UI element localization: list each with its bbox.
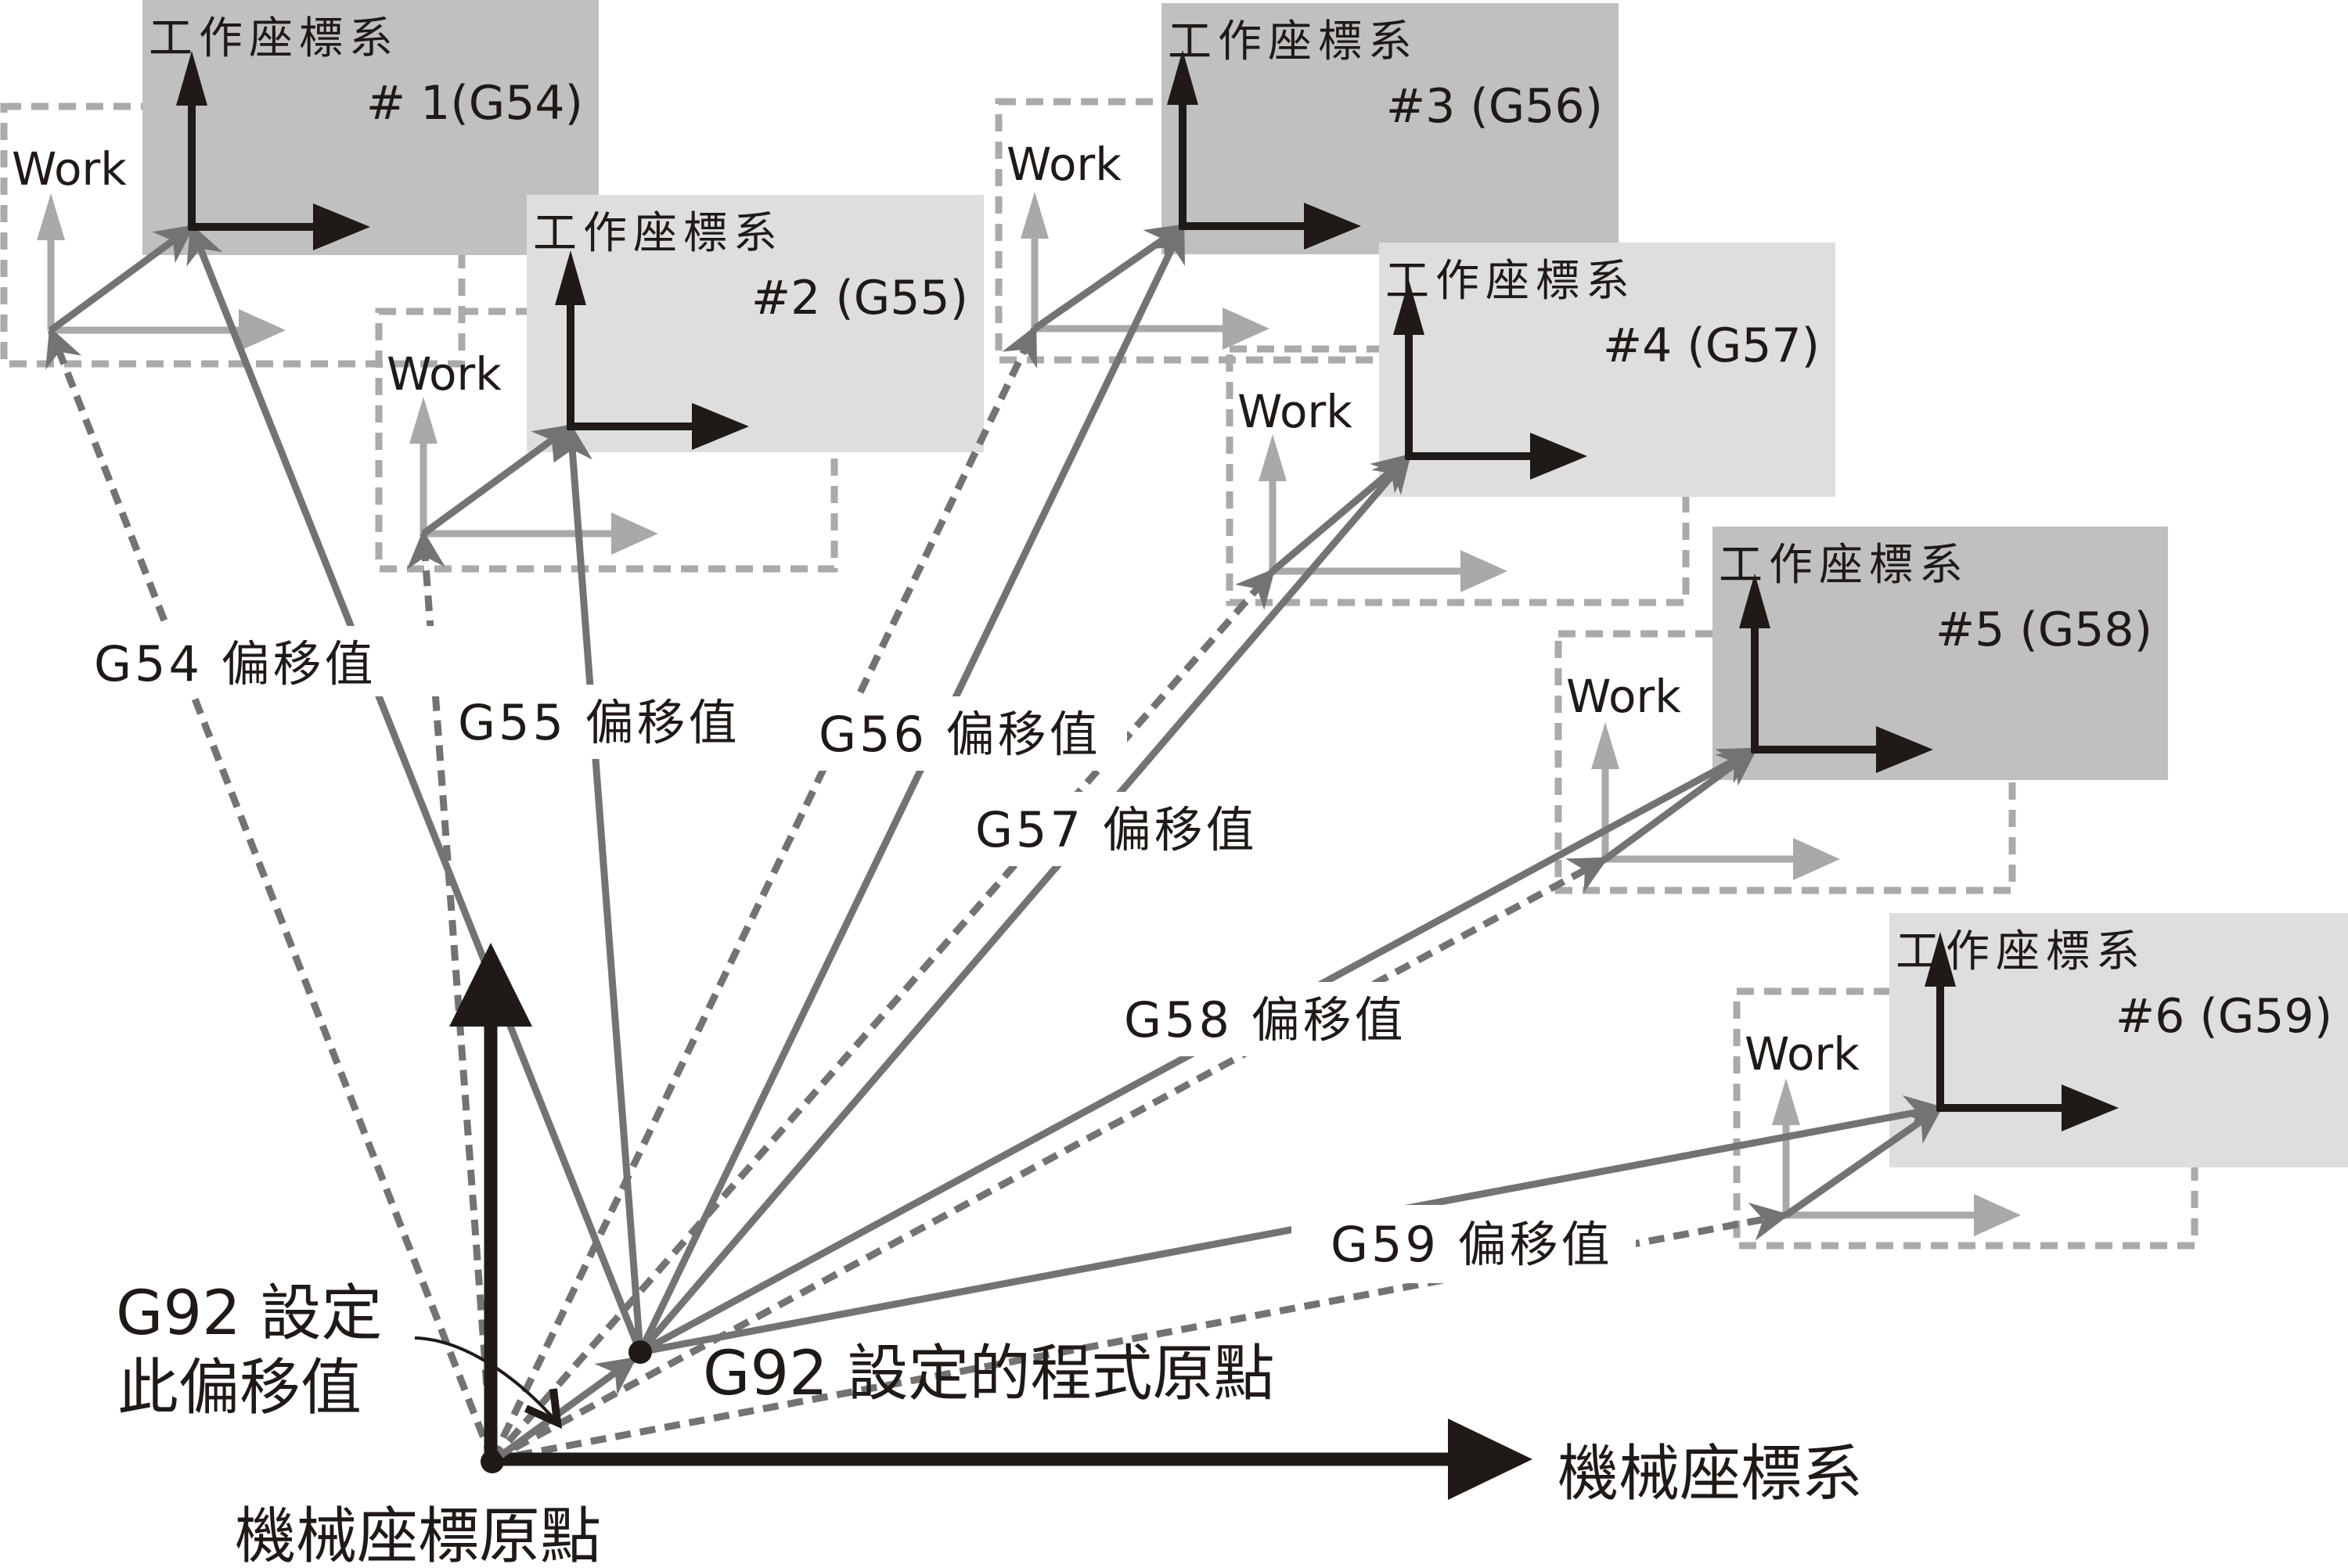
g92-note-pointer bbox=[414, 1336, 562, 1430]
wcs1-x-arrowhead bbox=[313, 203, 370, 250]
offset-vectors-layer bbox=[45, 222, 1944, 1464]
wcs3-g92-offset-vector bbox=[636, 222, 1187, 1354]
wcs6-g92-offset-vector bbox=[639, 1095, 1944, 1356]
wcs4-offset-label: G57 偏移值 bbox=[975, 801, 1258, 858]
g92-note-line2: 此偏移值 bbox=[117, 1353, 362, 1423]
wcs3-machine-offset-vector bbox=[488, 325, 1039, 1462]
wcs2-machine-offset-vector bbox=[406, 530, 496, 1461]
wcs1-box bbox=[142, 0, 599, 255]
wcs2-box bbox=[527, 195, 984, 452]
wcs2-ghost-y-arrowhead bbox=[409, 397, 438, 444]
wcs5-number: #5 (G58) bbox=[1936, 602, 2152, 657]
wcs2-title: 工作座標系 bbox=[533, 208, 783, 259]
wcs3-offset-label: G56 偏移值 bbox=[819, 706, 1101, 763]
wcs6-shift-vector bbox=[1784, 1105, 1944, 1218]
wcs6-box bbox=[1889, 913, 2348, 1167]
wcs5-ghost-y-arrowhead bbox=[1591, 722, 1619, 769]
wcs5-shift-vector bbox=[1603, 746, 1758, 862]
wcs2-y-arrowhead bbox=[555, 250, 586, 305]
g92-note-line1: G92 設定 bbox=[116, 1278, 383, 1349]
wcs3-number: #3 (G56) bbox=[1386, 79, 1603, 134]
wcs6-machine-offset-vector bbox=[492, 1202, 1790, 1464]
wcs2-shift-vector bbox=[421, 423, 574, 537]
wcs5-machine-offset-vector bbox=[490, 856, 1609, 1463]
wcs1-ghost-y-arrowhead bbox=[37, 193, 65, 240]
wcs2-offset-label: G55 偏移值 bbox=[458, 694, 740, 751]
g92-origin-dot bbox=[628, 1340, 652, 1364]
wcs1-title: 工作座標系 bbox=[149, 13, 399, 64]
wcs1-y-arrowhead bbox=[176, 51, 207, 106]
wcs3-shift-vector bbox=[1032, 223, 1187, 332]
wcs5-x-arrowhead bbox=[1876, 726, 1933, 773]
wcs3-work-label: Work bbox=[1007, 138, 1122, 191]
wcs2-work-label: Work bbox=[387, 347, 502, 401]
wcs2-x-arrowhead bbox=[692, 403, 749, 450]
wcs6-ghost-y-arrowhead bbox=[1772, 1078, 1800, 1125]
wcs6-ghost-x-arrowhead bbox=[1974, 1194, 2021, 1236]
work-boxes-layer bbox=[142, 0, 2348, 1167]
wcs2-number: #2 (G55) bbox=[751, 271, 968, 325]
wcs6-title: 工作座標系 bbox=[1896, 926, 2146, 977]
wcs5-ghost-x-arrowhead bbox=[1793, 838, 1840, 880]
wcs1-shift-vector bbox=[49, 224, 195, 333]
wcs6-offset-label: G59 偏移值 bbox=[1331, 1216, 1613, 1273]
wcs1-ghost-x-arrowhead bbox=[239, 309, 286, 351]
machine-origin-dot bbox=[481, 1450, 504, 1473]
wcs1-work-label: Work bbox=[12, 142, 127, 196]
wcs4-work-label: Work bbox=[1237, 385, 1352, 438]
wcs5-work-label: Work bbox=[1566, 670, 1681, 723]
wcs4-x-arrowhead bbox=[1530, 433, 1587, 480]
wcs4-ghost-x-arrowhead bbox=[1460, 550, 1507, 592]
wcs1-offset-label-bg bbox=[85, 626, 492, 696]
wcs3-ghost-x-arrowhead bbox=[1223, 307, 1269, 350]
machine-coordinate-system bbox=[449, 943, 1532, 1500]
wcs4-machine-offset-vector bbox=[489, 568, 1276, 1462]
wcs4-g92-offset-vector bbox=[637, 453, 1412, 1354]
wcs3-x-arrowhead bbox=[1304, 203, 1361, 250]
wcs5-y-arrowhead bbox=[1739, 574, 1770, 628]
work-axes-layer bbox=[176, 50, 2119, 1131]
g92-offset-vector bbox=[499, 1340, 652, 1458]
wcs6-offset-label-bg bbox=[1291, 1205, 1636, 1283]
wcs1-number: # 1(G54) bbox=[366, 76, 583, 131]
wcs3-offset-label-bg bbox=[806, 696, 1127, 771]
wcs1-g92-offset-vector bbox=[186, 223, 644, 1354]
wcs3-title: 工作座標系 bbox=[1168, 16, 1418, 67]
wcs4-shift-vector bbox=[1270, 453, 1412, 574]
wcs3-y-arrowhead bbox=[1167, 50, 1198, 105]
wcs5-box bbox=[1712, 527, 2168, 780]
machine-y-arrowhead bbox=[449, 943, 532, 1027]
wcs4-y-arrowhead bbox=[1393, 280, 1424, 335]
wcs4-offset-label-bg bbox=[963, 792, 1284, 866]
wcs2-g92-offset-vector bbox=[553, 423, 644, 1353]
wcs6-number: #6 (G59) bbox=[2116, 989, 2332, 1044]
wcs4-ghost-y-arrowhead bbox=[1259, 434, 1287, 481]
wcs4-title: 工作座標系 bbox=[1385, 256, 1636, 307]
machine-axis-label: 機械座標系 bbox=[1558, 1439, 1863, 1509]
wcs1-machine-offset-vector bbox=[45, 326, 496, 1462]
machine-x-arrowhead bbox=[1448, 1419, 1532, 1500]
wcs5-title: 工作座標系 bbox=[1719, 540, 1969, 591]
wcs5-offset-label-bg bbox=[1111, 982, 1432, 1056]
wcs2-offset-label-bg bbox=[448, 685, 776, 759]
wcs6-work-label: Work bbox=[1745, 1027, 1860, 1081]
machine-origin-label: 機械座標原點 bbox=[235, 1501, 601, 1568]
wcs3-box bbox=[1161, 3, 1619, 254]
wcs2-ghost-x-arrowhead bbox=[611, 512, 658, 555]
wcs6-y-arrowhead bbox=[1925, 932, 1956, 987]
wcs5-offset-label: G58 偏移值 bbox=[1124, 991, 1406, 1048]
wcs1-offset-label: G54 偏移值 bbox=[94, 635, 376, 692]
wcs4-number: #4 (G57) bbox=[1603, 318, 1820, 373]
wcs3-ghost-y-arrowhead bbox=[1021, 192, 1049, 239]
offset-label-backgrounds bbox=[85, 626, 1636, 1283]
wcs6-x-arrowhead bbox=[2062, 1084, 2119, 1131]
g92-origin-label: G92 設定的程式原點 bbox=[703, 1339, 1275, 1409]
